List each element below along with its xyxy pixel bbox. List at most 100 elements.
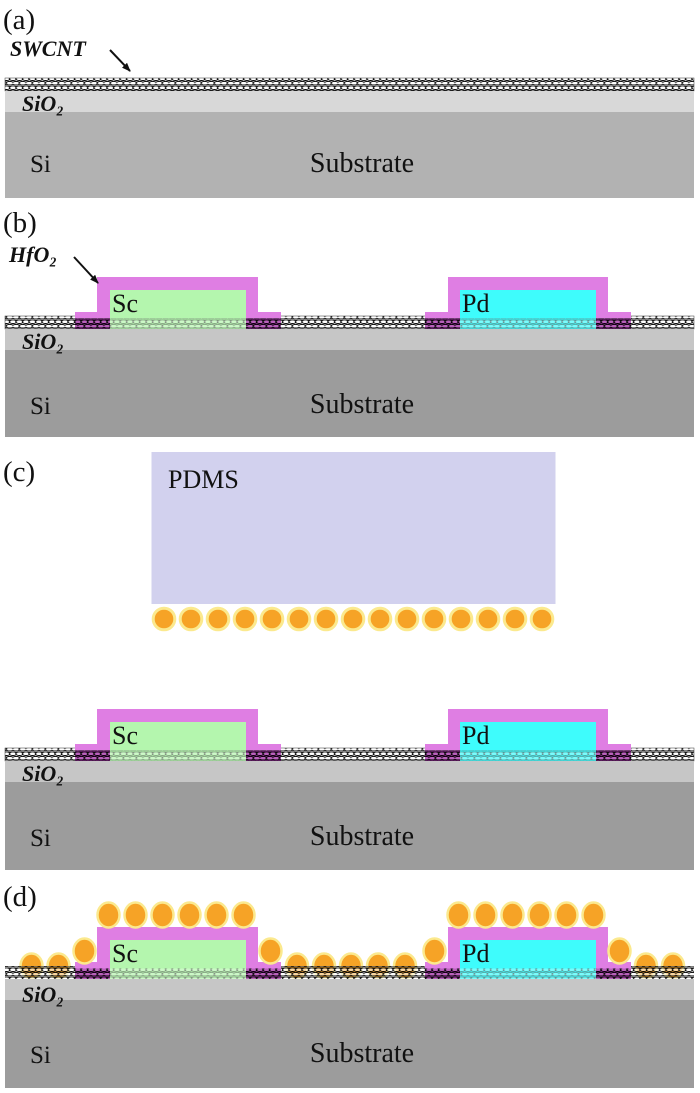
panel-d-label: (d) [3,881,37,913]
cnt-under-sc [110,750,246,761]
swcnt-label: SWCNT [10,36,87,61]
pd-electrode-unit: Pd [425,277,631,329]
nanoparticle [177,901,202,929]
substrate-label: Substrate [310,148,414,179]
sc-label: Sc [112,939,138,968]
panel-d: (d) Sc [3,881,694,1088]
nanoparticle [421,606,447,632]
sc-label: Sc [112,289,138,318]
swcnt-arrow [109,49,131,72]
nanoparticle [554,901,579,929]
hfo2-arrow [73,256,99,284]
nanoparticle [205,606,231,632]
nanoparticle [527,901,552,929]
pd-electrode-unit: Pd [425,927,631,979]
sc-electrode-unit: Sc [75,927,281,979]
si-substrate-layer [5,782,694,870]
cnt-texture [596,318,631,329]
pd-label: Pd [462,939,489,968]
sio2-layer [5,329,694,350]
panel-c: (c) PDMS [3,452,695,870]
sio2-label: SiO₂ [22,91,64,116]
nanoparticle-row-on-stamp [151,606,555,632]
si-substrate-layer [5,112,694,198]
cnt-texture [425,750,460,761]
cnt-under-pd [460,318,596,329]
pd-label: Pd [462,289,489,318]
cnt-under-pd [460,750,596,761]
panel-b: Sc Pd (b) HfO₂ SiO₂ Si Substrate [3,207,695,437]
cnt-texture [246,318,281,329]
sc-electrode-unit: Sc [75,709,281,761]
si-substrate-layer [5,350,694,437]
substrate-label: Substrate [310,1038,414,1069]
nanoparticle [367,606,393,632]
si-label: Si [30,151,51,178]
sc-electrode-unit: Sc [75,277,281,329]
hfo2-coating [425,709,631,751]
hfo2-label: HfO₂ [8,242,57,267]
cnt-texture [75,968,110,979]
nanoparticle [258,937,283,965]
sio2-label: SiO₂ [22,761,64,786]
sio2-layer [5,91,694,112]
nanoparticle [529,606,555,632]
cnt-texture [425,318,460,329]
nanoparticle [96,901,121,929]
cnt-texture [246,968,281,979]
nanoparticle [581,901,606,929]
nanoparticle [394,606,420,632]
nanoparticle [313,606,339,632]
nanoparticle [232,606,258,632]
pd-label: Pd [462,721,489,750]
nanoparticle [475,606,501,632]
nanoparticle [150,901,175,929]
cnt-texture [425,968,460,979]
sio2-layer [5,979,694,1000]
sio2-layer [5,761,694,782]
panel-c-label: (c) [3,456,35,488]
cnt-texture [596,968,631,979]
nanoparticle [473,901,498,929]
nanoparticle [72,937,97,965]
nanoparticle [123,901,148,929]
nanoparticle [422,937,447,965]
cnt-under-sc [110,318,246,329]
hfo2-coating [75,709,281,751]
pd-electrode-unit: Pd [425,709,631,761]
cnt-under-pd [460,968,596,979]
sc-label: Sc [112,721,138,750]
nanoparticles-on-electrodes [72,901,632,965]
substrate-label: Substrate [310,389,414,420]
nanoparticle [607,937,632,965]
panel-a-label: (a) [3,4,35,36]
nanoparticle [204,901,229,929]
nanoparticle [340,606,366,632]
cnt-texture [246,750,281,761]
sio2-label: SiO₂ [22,329,64,354]
pdms-stamp [151,452,556,604]
nanoparticle [446,901,471,929]
hfo2-coating [425,277,631,319]
nanoparticle [231,901,256,929]
si-substrate-layer [5,1000,694,1088]
cnt-texture [596,750,631,761]
hfo2-coating [75,927,281,969]
sio2-label: SiO₂ [22,982,64,1007]
hfo2-coating [75,277,281,319]
si-label: Si [30,1042,51,1069]
hfo2-coating [425,927,631,969]
cnt-under-sc [110,968,246,979]
cnt-texture [75,750,110,761]
nanoparticle [448,606,474,632]
si-label: Si [30,825,51,852]
cnt-texture [75,318,110,329]
panel-b-label: (b) [3,207,37,239]
nanoparticle [151,606,177,632]
pdms-label: PDMS [168,465,239,494]
substrate-label: Substrate [310,821,414,852]
nanoparticle [286,606,312,632]
nanoparticle [502,606,528,632]
